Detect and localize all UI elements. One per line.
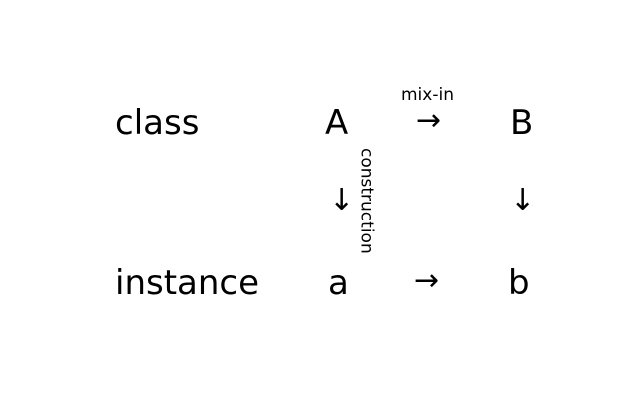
mixin-label: mix-in [401, 85, 454, 105]
node-B: B [510, 103, 534, 143]
construction-label: construction [356, 148, 377, 254]
instance-row-label: instance [115, 263, 260, 303]
node-b: b [508, 263, 530, 303]
node-A: A [325, 103, 349, 143]
right-arrow-icon: → [416, 103, 442, 138]
down-arrow-icon: ↓ [510, 183, 536, 218]
down-arrow-icon: ↓ [329, 183, 355, 218]
right-arrow-icon: → [414, 263, 440, 298]
node-a: a [328, 263, 349, 303]
class-row-label: class [115, 103, 200, 143]
